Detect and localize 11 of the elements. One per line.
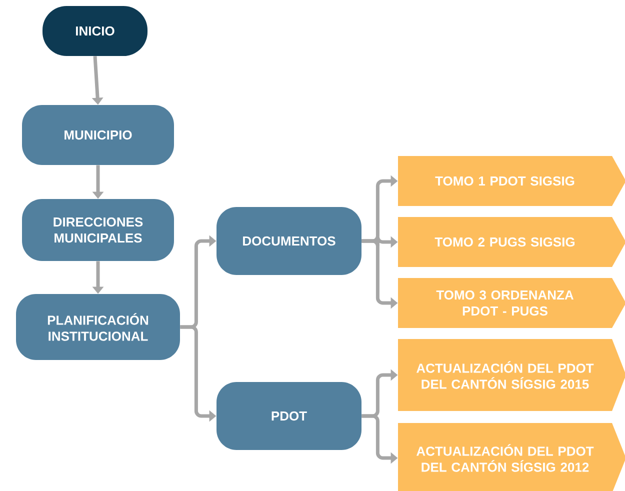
process-box: DOCUMENTOS <box>216 207 362 275</box>
document-tag: ACTUALIZACIÓN DEL PDOT DEL CANTÓN SÍGSIG 2015 <box>398 339 625 411</box>
process-box: PLANIFICACIÓN INSTITUCIONAL <box>16 294 180 360</box>
process-box: PDOT <box>216 382 362 450</box>
document-tag: TOMO 2 PUGS SIGSIG <box>398 217 625 267</box>
document-tag: TOMO 1 PDOT SIGSIG <box>398 156 625 206</box>
process-box: MUNICIPIO <box>22 105 174 165</box>
start-terminal: INICIO <box>42 6 148 56</box>
document-tag: ACTUALIZACIÓN DEL PDOT DEL CANTÓN SÍGSIG 2012 <box>398 423 625 491</box>
document-tag: TOMO 3 ORDENANZA PDOT - PUGS <box>398 278 625 328</box>
process-box: DIRECCIONES MUNICIPALES <box>22 199 174 261</box>
